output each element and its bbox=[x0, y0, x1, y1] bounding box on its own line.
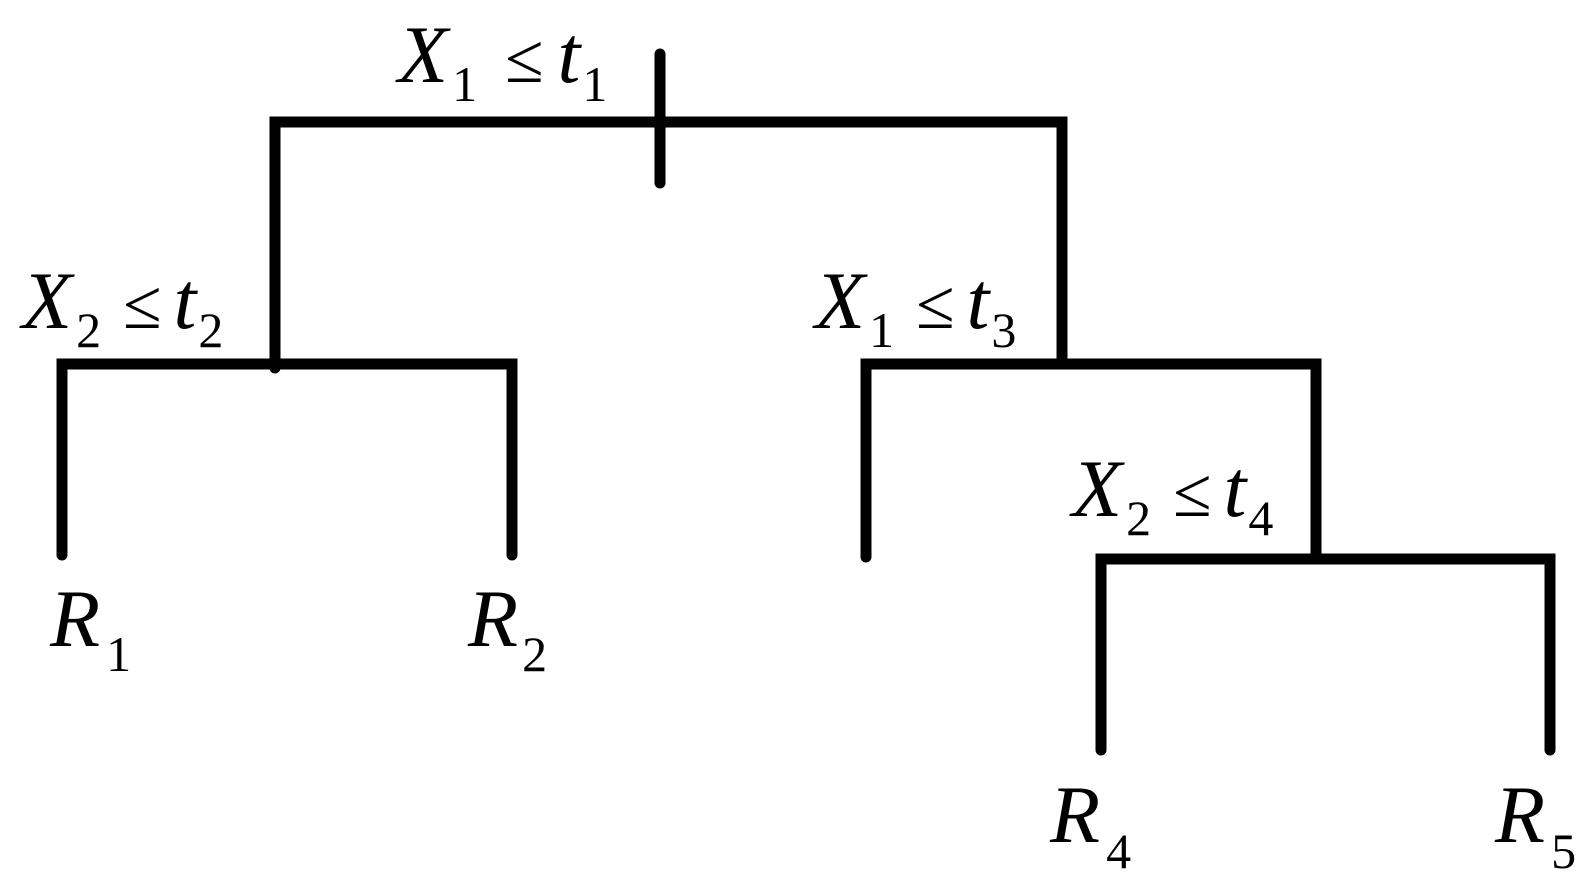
left-split bbox=[56, 234, 518, 561]
root-branch bbox=[269, 116, 1068, 366]
root-split bbox=[269, 48, 1068, 366]
split-label-root: X1≤t1 bbox=[395, 9, 607, 112]
lower-right-branch bbox=[1095, 553, 1556, 756]
left-branch bbox=[56, 358, 518, 561]
split-label-lower-right: X2≤t4 bbox=[1069, 443, 1273, 546]
lower-right-split bbox=[1095, 553, 1556, 756]
split-label-right: X1≤t3 bbox=[812, 255, 1016, 358]
leaf-label-r2: R2 bbox=[467, 573, 547, 682]
right-branch bbox=[860, 358, 1322, 563]
split-label-left: X2≤t2 bbox=[19, 255, 223, 358]
right-split bbox=[860, 358, 1322, 563]
